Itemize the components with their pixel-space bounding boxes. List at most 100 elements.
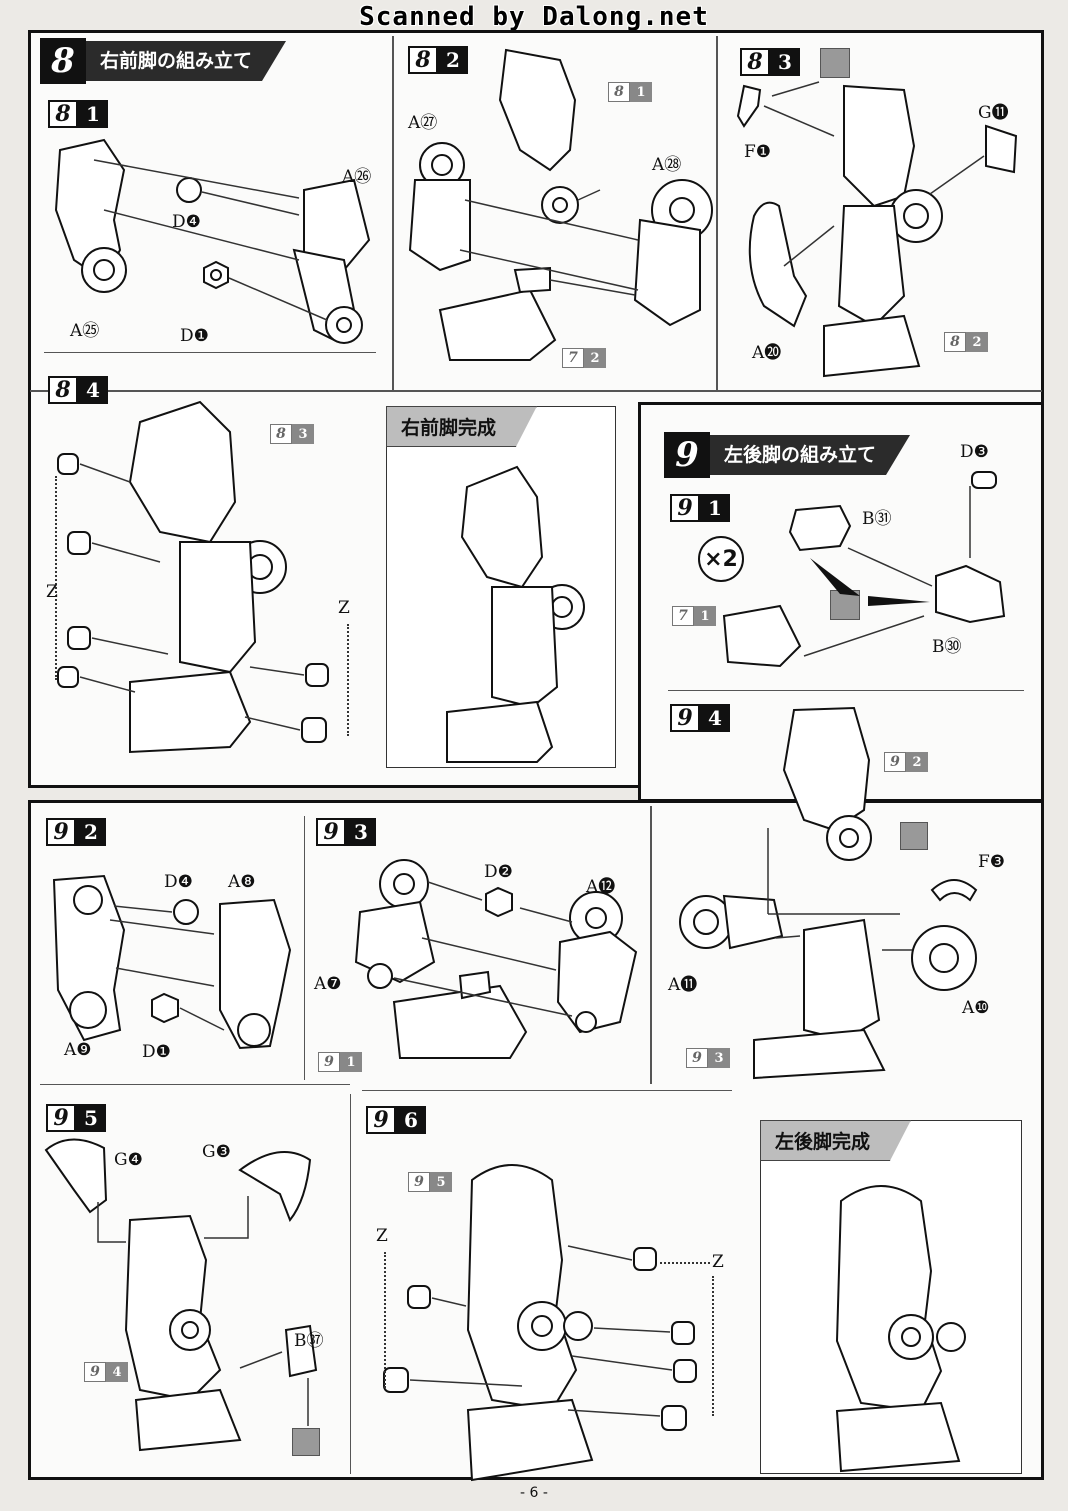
step-8-3-illustration	[736, 81, 1018, 378]
section-9-number: 9	[664, 432, 710, 478]
right-foreleg-complete-title: 右前脚完成	[386, 406, 538, 447]
step-major: 8	[48, 100, 78, 128]
divider	[304, 816, 305, 1080]
step-major: 8	[48, 376, 78, 404]
step-major: 8	[740, 48, 770, 76]
step-minor: 4	[78, 376, 108, 404]
ref-9-5: 9 5	[408, 1172, 452, 1192]
z-dotted-line	[660, 1262, 710, 1264]
step-9-2-badge: 9 2	[46, 818, 106, 846]
step-9-6-badge: 9 6	[366, 1106, 426, 1134]
section-9-header: 9 左後脚の組み立て	[664, 432, 911, 478]
label-a9: A❾	[64, 1040, 92, 1060]
ref-major: 8	[270, 424, 292, 444]
step-9-5-badge: 9 5	[46, 1104, 106, 1132]
ref-major: 9	[686, 1048, 708, 1068]
label-a11: A⓫	[668, 975, 698, 995]
label-d1: D❶	[142, 1042, 171, 1062]
label-a27: A㉗	[408, 113, 438, 133]
left-hindleg-complete-panel: 左後脚完成	[760, 1120, 1022, 1474]
divider	[350, 1094, 351, 1474]
step-8-1-illustration	[54, 138, 371, 344]
label-d2: D❷	[484, 862, 513, 882]
label-a7: A❼	[314, 974, 342, 994]
label-z: Z	[46, 582, 58, 602]
step-9-4-badge: 9 4	[670, 704, 730, 732]
ref-major: 9	[408, 1172, 430, 1192]
ref-8-1: 8 1	[608, 82, 652, 102]
ref-major: 9	[84, 1362, 106, 1382]
scan-credit: Scanned by Dalong.net	[359, 2, 709, 32]
z-dotted-line	[384, 1252, 386, 1388]
step-major: 9	[670, 704, 700, 732]
ref-major: 8	[944, 332, 966, 352]
divider	[44, 352, 376, 353]
step-minor: 2	[76, 818, 106, 846]
ref-major: 8	[608, 82, 630, 102]
step-9-3-illustration	[354, 859, 638, 1059]
divider	[392, 36, 394, 390]
step-9-2-illustration	[52, 874, 292, 1050]
step-major: 9	[366, 1106, 396, 1134]
ref-minor: 2	[966, 332, 988, 352]
label-g11: G⓫	[978, 103, 1009, 123]
label-d3: D❸	[960, 442, 989, 462]
step-9-4-illustration	[679, 706, 978, 1080]
divider	[716, 36, 718, 390]
ref-major: 9	[318, 1052, 340, 1072]
step-8-2-illustration	[408, 48, 713, 361]
ref-8-3: 8 3	[270, 424, 314, 444]
section-8-number: 8	[40, 38, 86, 84]
step-major: 9	[316, 818, 346, 846]
label-g4: G❹	[114, 1150, 143, 1170]
step-9-5-illustration	[44, 1138, 318, 1452]
right-foreleg-complete-panel: 右前脚完成	[386, 406, 616, 768]
step-minor: 3	[770, 48, 800, 76]
step-8-4-illustration	[57, 400, 329, 754]
step-9-1-illustration	[722, 471, 1006, 668]
z-dotted-line	[712, 1276, 714, 1416]
divider	[40, 1084, 350, 1085]
label-b31: B㉛	[862, 509, 892, 529]
label-a10: A❿	[962, 998, 990, 1018]
ref-minor: 2	[906, 752, 928, 772]
cement-icon	[820, 48, 850, 78]
section-8-header: 8 右前脚の組み立て	[40, 38, 287, 84]
step-minor: 1	[78, 100, 108, 128]
step-minor: 2	[438, 46, 468, 74]
ref-9-1: 9 1	[318, 1052, 362, 1072]
ref-7-1: 7 1	[672, 606, 716, 626]
label-f1: F❶	[744, 142, 772, 162]
z-dotted-line	[347, 624, 349, 736]
label-d4: D❹	[164, 872, 193, 892]
step-9-6-illustration	[383, 1164, 697, 1482]
label-b37: B㊲	[294, 1331, 324, 1351]
divider	[362, 1090, 732, 1091]
step-minor: 1	[700, 494, 730, 522]
ref-minor: 2	[584, 348, 606, 368]
step-major: 9	[670, 494, 700, 522]
ref-minor: 1	[340, 1052, 362, 1072]
left-hindleg-complete-title: 左後脚完成	[760, 1120, 912, 1161]
z-dotted-line	[55, 476, 57, 680]
ref-minor: 5	[430, 1172, 452, 1192]
step-major: 9	[46, 818, 76, 846]
step-major: 8	[408, 46, 438, 74]
ref-9-2: 9 2	[884, 752, 928, 772]
label-a8: A❽	[228, 872, 256, 892]
label-z: Z	[376, 1226, 388, 1246]
ref-9-3: 9 3	[686, 1048, 730, 1068]
ref-8-2: 8 2	[944, 332, 988, 352]
ref-major: 7	[562, 348, 584, 368]
ref-7-2: 7 2	[562, 348, 606, 368]
ref-minor: 1	[694, 606, 716, 626]
ref-minor: 3	[708, 1048, 730, 1068]
step-8-4-badge: 8 4	[48, 376, 108, 404]
step-8-1-badge: 8 1	[48, 100, 108, 128]
label-a25: A㉕	[70, 321, 100, 341]
divider	[650, 806, 652, 1084]
ref-major: 9	[884, 752, 906, 772]
label-d1: D❶	[180, 326, 209, 346]
label-a20: A⓴	[752, 343, 782, 363]
step-9-1-badge: 9 1	[670, 494, 730, 522]
